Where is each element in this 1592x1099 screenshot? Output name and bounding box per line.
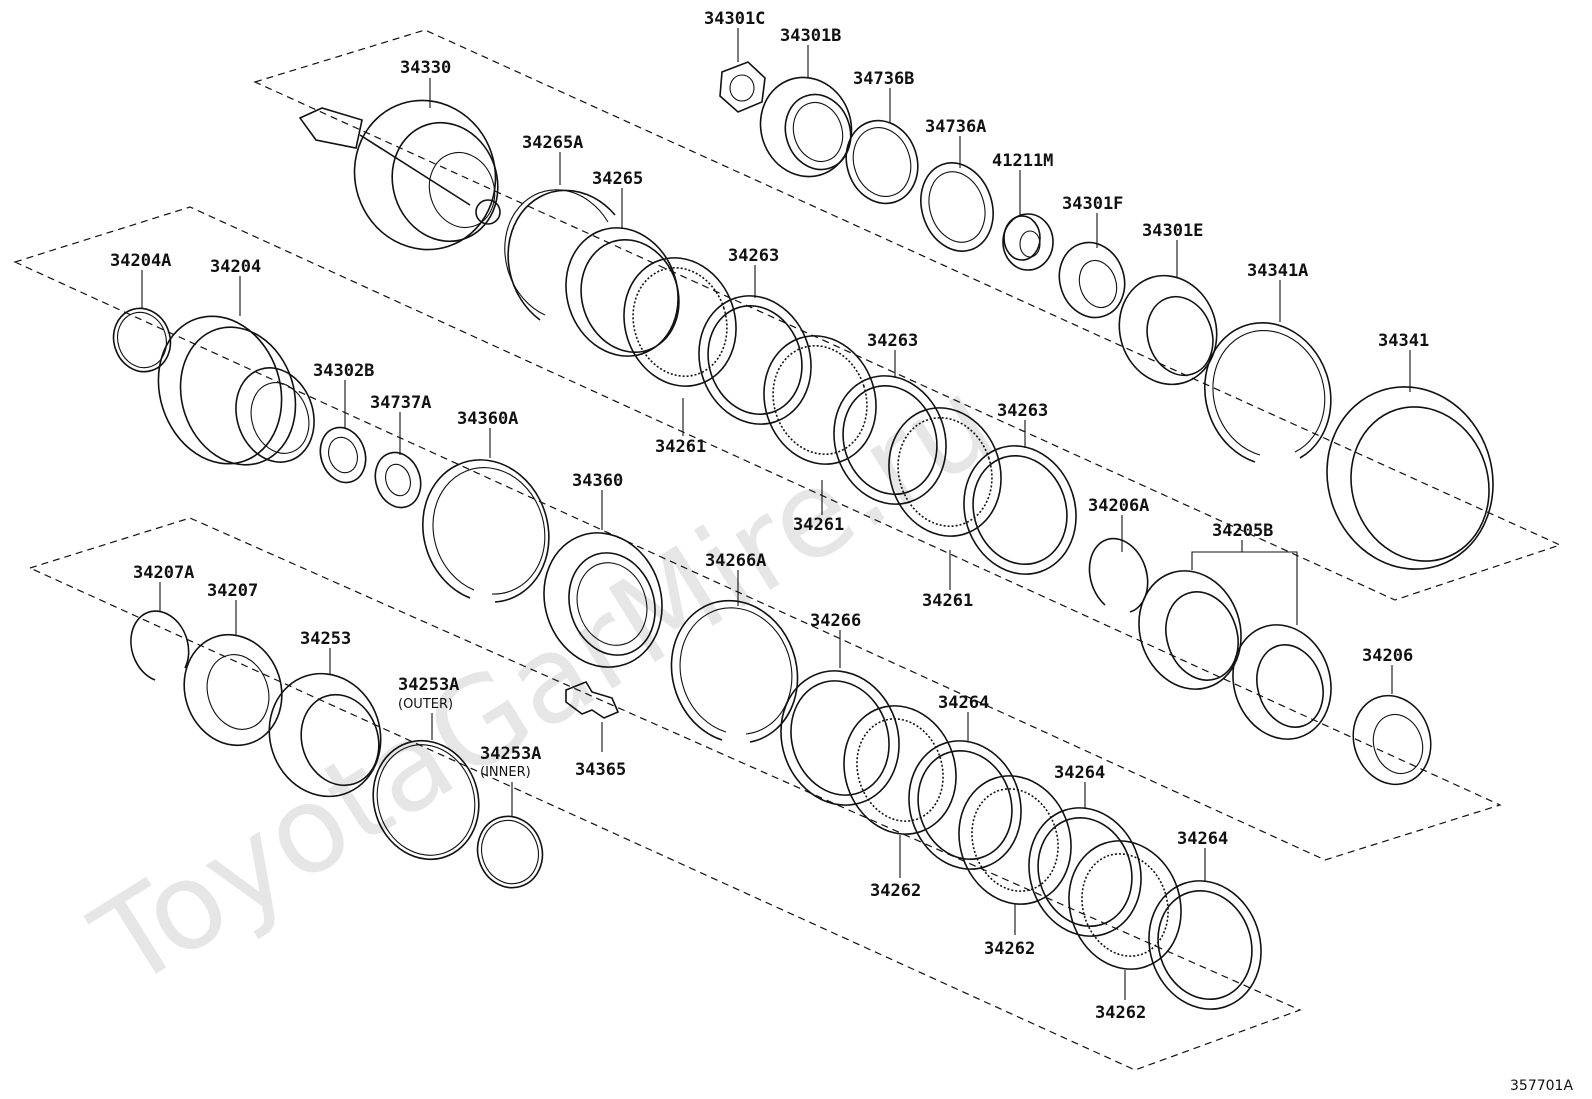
- part-34302B-washer[interactable]: [313, 422, 372, 489]
- label-34253A-inner-note: (INNER): [480, 765, 531, 780]
- label-34253A-outer-note: (OUTER): [398, 697, 453, 712]
- label-34302B: 34302B: [313, 361, 374, 381]
- part-34206A-snap-ring[interactable]: [1088, 537, 1149, 613]
- label-34301C: 34301C: [704, 9, 765, 29]
- label-34261-1: 34261: [655, 437, 706, 457]
- part-34262-disc-1[interactable]: [828, 691, 973, 849]
- label-34265: 34265: [592, 169, 643, 189]
- part-34301F-bushing[interactable]: [1050, 234, 1134, 326]
- part-41211M-bearing[interactable]: [1002, 213, 1054, 271]
- diagram-code: 357701A: [1510, 1078, 1573, 1094]
- part-34253-piston[interactable]: [254, 659, 397, 811]
- part-34330-drum[interactable]: [298, 82, 515, 268]
- part-34365-clip[interactable]: [565, 681, 620, 719]
- part-34204-gear[interactable]: [140, 300, 326, 480]
- label-34737A: 34737A: [370, 393, 431, 413]
- label-34360A: 34360A: [457, 409, 518, 429]
- label-34204: 34204: [210, 257, 261, 277]
- part-34301E-bearing[interactable]: [1105, 263, 1230, 397]
- label-34206: 34206: [1362, 646, 1413, 666]
- part-34264-plate-2[interactable]: [1013, 793, 1158, 951]
- part-34207-spring[interactable]: [170, 622, 296, 758]
- label-34263-1: 34263: [728, 246, 779, 266]
- part-34264-plate-3[interactable]: [1133, 866, 1278, 1024]
- label-34262-3: 34262: [1095, 1003, 1146, 1023]
- watermark: ToyotaGarMire.ru: [71, 352, 1017, 1015]
- label-34261-3: 34261: [922, 591, 973, 611]
- part-34253A-inner-o-ring[interactable]: [468, 808, 551, 896]
- label-34207: 34207: [207, 581, 258, 601]
- label-34264-2: 34264: [1054, 763, 1105, 783]
- part-34264-plate-1[interactable]: [893, 726, 1038, 884]
- part-34736B-race[interactable]: [836, 111, 929, 213]
- label-34207A: 34207A: [133, 563, 194, 583]
- label-34266: 34266: [810, 611, 861, 631]
- label-34301F: 34301F: [1062, 194, 1123, 214]
- part-34207A-snap-ring[interactable]: [130, 610, 190, 681]
- label-34253: 34253: [300, 629, 351, 649]
- label-34341A: 34341A: [1247, 261, 1308, 281]
- label-34341: 34341: [1378, 331, 1429, 351]
- label-34261-2: 34261: [793, 515, 844, 535]
- part-34261-disc-1[interactable]: [608, 243, 753, 401]
- label-34253A-inner: 34253A: [480, 744, 541, 764]
- part-34263-plate-3[interactable]: [948, 431, 1093, 589]
- part-34301B-bearing[interactable]: [748, 66, 864, 189]
- labels: 34330 34265A 34265 34301C 34301B 34736B …: [110, 9, 1429, 1023]
- label-34736A: 34736A: [925, 117, 986, 137]
- label-34205B: 34205B: [1212, 521, 1273, 541]
- label-34360: 34360: [572, 471, 623, 491]
- part-34262-disc-3[interactable]: [1053, 826, 1198, 984]
- leader-lines: [141, 28, 1411, 1000]
- part-34360A-snap-ring[interactable]: [422, 459, 550, 603]
- label-34736B: 34736B: [853, 69, 914, 89]
- part-34261-disc-3[interactable]: [873, 393, 1018, 551]
- label-34204A: 34204A: [110, 251, 171, 271]
- label-34262-2: 34262: [984, 939, 1035, 959]
- part-34205B-piston-2[interactable]: [1218, 612, 1345, 752]
- part-34204A-o-ring[interactable]: [105, 301, 178, 379]
- label-34301B: 34301B: [780, 26, 841, 46]
- label-34365: 34365: [575, 760, 626, 780]
- part-34206-spring[interactable]: [1342, 685, 1442, 794]
- part-34301C-nut[interactable]: [719, 61, 766, 113]
- part-34266-plate[interactable]: [764, 655, 916, 820]
- label-34264-3: 34264: [1177, 829, 1228, 849]
- label-34253A-outer: 34253A: [398, 675, 459, 695]
- part-34736A-race[interactable]: [910, 153, 1004, 260]
- label-34330: 34330: [400, 58, 451, 78]
- label-34301E: 34301E: [1142, 221, 1203, 241]
- part-34263-plate-2[interactable]: [818, 361, 963, 519]
- label-34265A: 34265A: [522, 133, 583, 153]
- group-box-middle: [13, 206, 1502, 861]
- part-34360-hub[interactable]: [527, 517, 679, 682]
- label-34266A: 34266A: [705, 551, 766, 571]
- part-34263-plate-1[interactable]: [683, 281, 828, 439]
- part-34205B-piston-1[interactable]: [1124, 557, 1256, 702]
- part-34737A-washer[interactable]: [368, 447, 427, 514]
- label-41211M: 41211M: [992, 151, 1053, 171]
- label-34262-1: 34262: [870, 881, 921, 901]
- label-34263-3: 34263: [997, 401, 1048, 421]
- label-34206A: 34206A: [1088, 496, 1149, 516]
- part-34265-plate[interactable]: [550, 213, 695, 371]
- part-34253A-outer-o-ring[interactable]: [358, 727, 494, 873]
- part-34341A-snap-ring[interactable]: [1203, 322, 1332, 463]
- part-34341-ring-gear[interactable]: [1304, 365, 1517, 591]
- label-34264-1: 34264: [938, 693, 989, 713]
- group-box-lower: [28, 517, 1302, 1071]
- label-34263-2: 34263: [867, 331, 918, 351]
- part-34265A-snap-ring[interactable]: [504, 189, 616, 321]
